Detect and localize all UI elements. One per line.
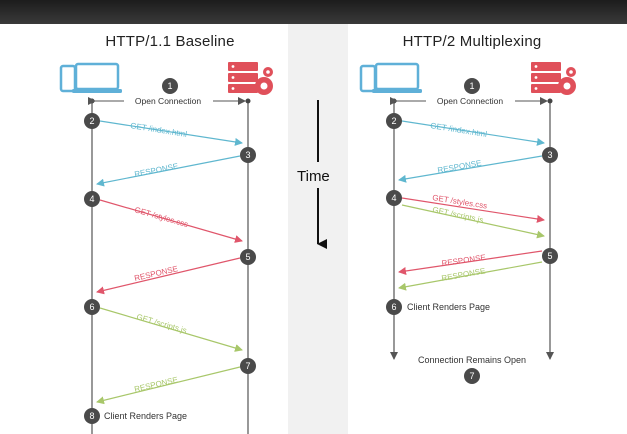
svg-text:1: 1 (469, 81, 474, 91)
response-label: RESPONSE (133, 375, 178, 394)
response-label: RESPONSE (441, 266, 486, 283)
step-node: 7 (464, 368, 480, 384)
response-arrow (398, 261, 543, 291)
svg-text:6: 6 (391, 302, 396, 312)
response-label: RESPONSE (134, 162, 179, 179)
left-title: HTTP/1.1 Baseline (105, 33, 235, 50)
svg-text:7: 7 (245, 361, 250, 371)
step-node: 3 (542, 147, 558, 163)
right-title: HTTP/2 Multiplexing (402, 33, 542, 50)
request-arrow (401, 204, 545, 239)
step-node: 5 (542, 248, 558, 264)
response-arrow (96, 257, 241, 295)
step-node: 4 (84, 191, 100, 207)
step-node: 2 (84, 113, 100, 129)
connection-remains-open-label: Connection Remains Open (418, 355, 526, 365)
request-arrow (401, 120, 545, 146)
client-renders-label: Client Renders Page (104, 411, 187, 421)
svg-text:4: 4 (89, 194, 94, 204)
step-node: 6 (84, 299, 100, 315)
get-index-label: GET /index.html (430, 121, 488, 139)
request-arrow (99, 120, 243, 146)
open-connection-label: Open Connection (437, 96, 503, 106)
step-node: 4 (386, 190, 402, 206)
response-arrow (398, 250, 543, 275)
request-arrow (99, 199, 243, 243)
svg-text:3: 3 (245, 150, 250, 160)
laptop-phone-icon (59, 62, 122, 93)
video-top-bar (0, 0, 627, 24)
step-node: 3 (240, 147, 256, 163)
svg-text:5: 5 (547, 251, 552, 261)
request-arrow (99, 307, 243, 352)
svg-text:3: 3 (547, 150, 552, 160)
client-renders-label: Client Renders Page (407, 302, 490, 312)
get-styles-label: GET /styles.css (133, 205, 189, 229)
request-arrow (401, 197, 545, 223)
svg-text:8: 8 (89, 411, 94, 421)
step-node: 8 (84, 408, 100, 424)
server-gear-icon (228, 62, 273, 95)
open-connection-label: Open Connection (135, 96, 201, 106)
response-arrow (96, 366, 241, 405)
get-scripts-label: GET /scripts.js (135, 312, 187, 335)
laptop-phone-icon (359, 62, 422, 93)
step-node: 6 (386, 299, 402, 315)
step-node: 2 (386, 113, 402, 129)
step-node: 1 (464, 78, 480, 94)
step-node: 7 (240, 358, 256, 374)
response-label: RESPONSE (437, 158, 482, 175)
step-node: 1 (162, 78, 178, 94)
response-label: RESPONSE (133, 264, 178, 283)
svg-text:1: 1 (167, 81, 172, 91)
svg-text:2: 2 (391, 116, 396, 126)
response-label: RESPONSE (441, 253, 486, 268)
server-gear-icon (531, 62, 576, 95)
svg-text:7: 7 (469, 371, 474, 381)
step-node: 5 (240, 249, 256, 265)
response-arrow (96, 155, 241, 187)
svg-text:4: 4 (391, 193, 396, 203)
svg-text:2: 2 (89, 116, 94, 126)
response-arrow (398, 155, 543, 183)
get-index-label: GET /index.html (130, 121, 188, 139)
svg-text:5: 5 (245, 252, 250, 262)
svg-text:6: 6 (89, 302, 94, 312)
time-label: Time (297, 168, 330, 185)
